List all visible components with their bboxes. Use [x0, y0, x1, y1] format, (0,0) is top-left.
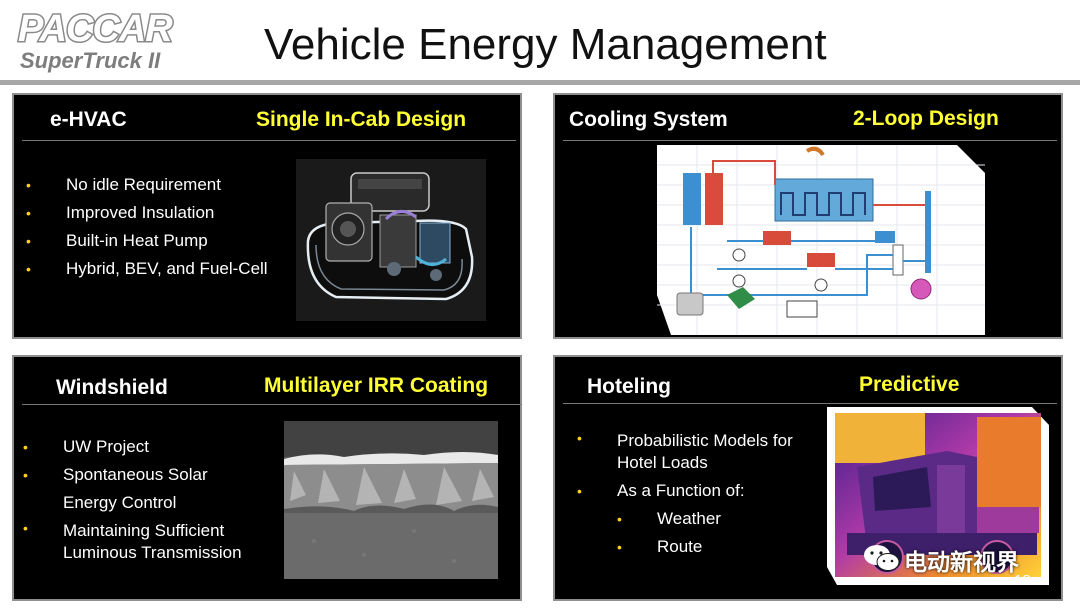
bullet-icon: • [26, 233, 31, 249]
panel-cooling-divider [563, 140, 1057, 141]
list-item: •As a Function of: [577, 477, 793, 505]
list-item: •Hybrid, BEV, and Fuel-Cell [26, 255, 268, 283]
watermark-text: 电动新视界 [904, 549, 1019, 575]
list-item: •Spontaneous Solar [23, 461, 242, 489]
logo-sub: SuperTruck II [20, 48, 161, 73]
bullet-icon: • [26, 205, 31, 221]
panel-ehvac-tag: Single In-Cab Design [256, 108, 467, 131]
bullet-icon: • [23, 520, 28, 536]
bullet-icon: • [617, 511, 622, 527]
bullet-icon: • [577, 430, 582, 446]
panel-cooling-tag: 2-Loop Design [853, 107, 999, 130]
cooling-loop-diagram [657, 145, 987, 335]
ehvac-unit-image [296, 159, 486, 321]
panel-hoteling: Hoteling Predictive •Probabilistic Model… [553, 355, 1063, 601]
coating-microscopy-image [284, 421, 498, 579]
slide-title: Vehicle Energy Management [264, 20, 827, 69]
list-item: •No idle Requirement [26, 171, 268, 199]
bullet-icon: • [577, 483, 582, 499]
panel-windshield-bullets: •UW Project •Spontaneous Solar Energy Co… [23, 433, 242, 567]
panel-cooling-label: Cooling System [569, 108, 728, 131]
list-item: •Route [577, 533, 793, 561]
panel-ehvac-bullets: •No idle Requirement •Improved Insulatio… [26, 171, 268, 283]
title-rule [0, 80, 1080, 85]
thermal-truck-image [827, 407, 1049, 585]
panel-hoteling-tag: Predictive [859, 373, 960, 396]
list-item: •Built-in Heat Pump [26, 227, 268, 255]
paccar-supertruck-logo: PACCAR SuperTruck II [14, 7, 234, 74]
bullet-icon: • [26, 177, 31, 193]
list-item: •UW Project [23, 433, 242, 461]
logo-brand: PACCAR [17, 7, 175, 52]
list-item: •Improved Insulation [26, 199, 268, 227]
panel-windshield-label: Windshield [56, 376, 168, 399]
panel-ehvac-label: e-HVAC [50, 108, 127, 131]
bullet-icon: • [23, 439, 28, 455]
panel-hoteling-divider [563, 403, 1057, 404]
list-item: Energy Control [63, 493, 177, 512]
panel-ehvac-divider [22, 140, 516, 141]
panel-windshield: Windshield Multilayer IRR Coating •UW Pr… [12, 355, 522, 601]
panel-windshield-divider [22, 404, 522, 405]
panel-windshield-tag: Multilayer IRR Coating [264, 374, 489, 397]
page-number: 18 [1014, 572, 1031, 589]
bullet-icon: • [23, 467, 28, 483]
wechat-icon [864, 545, 900, 571]
list-item: •Weather [577, 505, 793, 533]
panel-hoteling-label: Hoteling [587, 375, 671, 398]
panel-ehvac: e-HVAC Single In-Cab Design •No idle Req… [12, 93, 522, 339]
bullet-icon: • [26, 261, 31, 277]
bullet-icon: • [617, 539, 622, 555]
panel-cooling: Cooling System 2-Loop Design [553, 93, 1063, 339]
